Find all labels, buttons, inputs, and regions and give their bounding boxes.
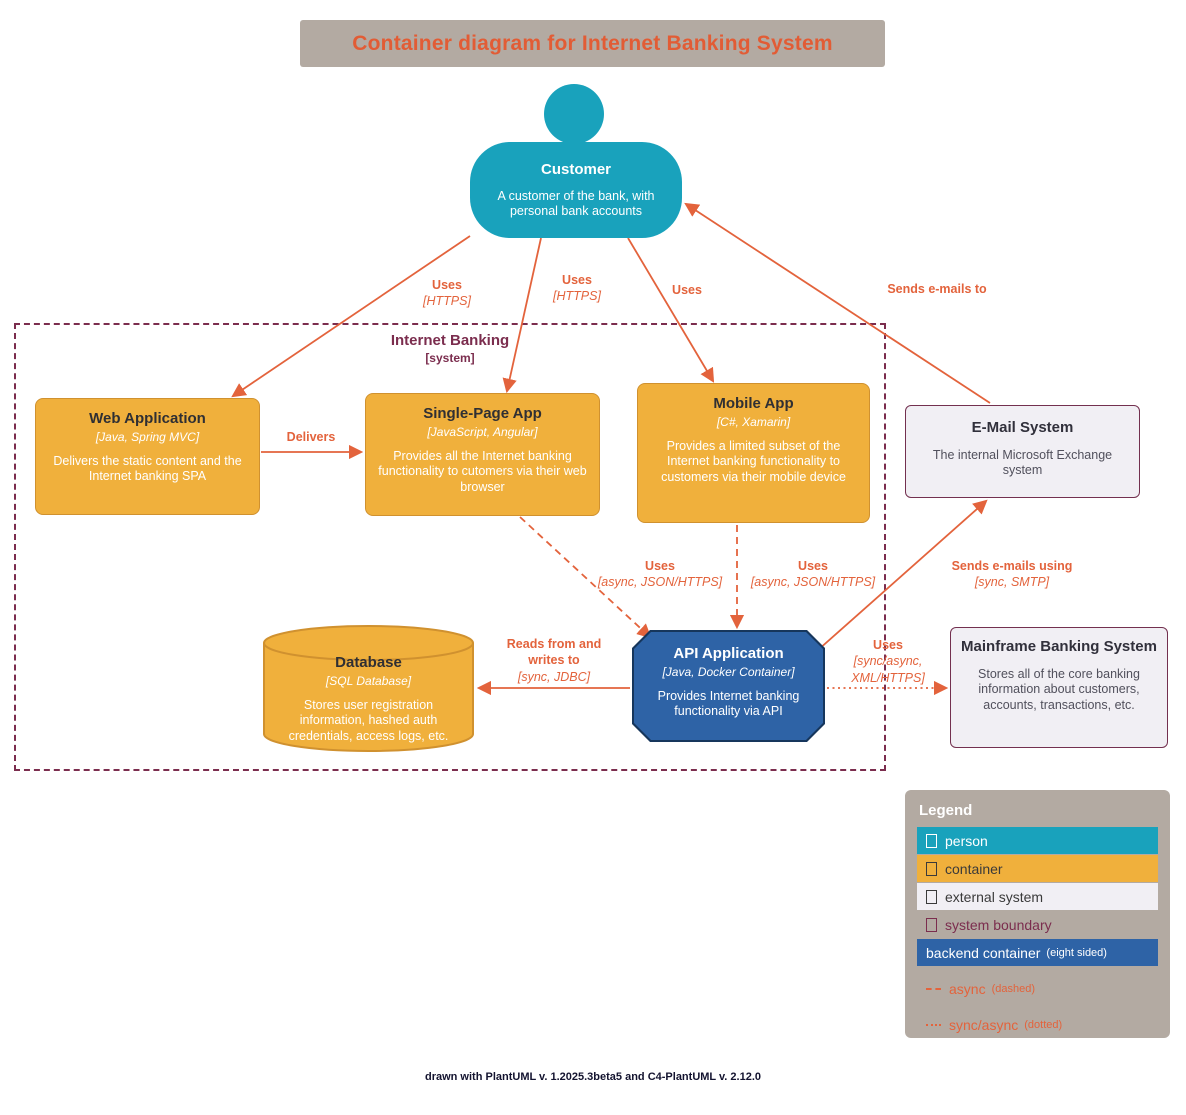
api-application-name: API Application [673,645,784,662]
dotted-line-icon [926,1023,941,1026]
system-boundary-icon [926,917,937,932]
email-system-node: E-Mail System The internal Microsoft Exc… [905,405,1140,498]
edge-text: Uses [562,273,592,287]
legend-title: Legend [919,802,973,819]
edge-tech: [async, JSON/HTTPS] [750,575,876,590]
api-application-tech: [Java, Docker Container] [662,664,795,679]
boundary-name: Internet Banking [390,332,510,349]
legend-item-system-boundary: system boundary [917,911,1158,938]
edge-label-webapp-spa: Delivers [287,429,336,445]
edge-label-api-email: Sends e-mails using [sync, SMTP] [952,558,1073,591]
web-application-node: Web Application [Java, Spring MVC] Deliv… [35,398,260,515]
customer-desc: A customer of the bank, with personal ba… [497,188,655,219]
legend-item-backend-container: backend container (eight sided) [917,939,1158,966]
email-system-desc: The internal Microsoft Exchange system [932,447,1113,478]
legend-item-sync-async: sync/async (dotted) [917,1011,1158,1038]
database-text: Database [SQL Database] Stores user regi… [272,654,465,745]
database-name: Database [335,654,402,671]
api-application-desc: Provides Internet banking functionality … [657,688,800,719]
edge-tech: [async, JSON/HTTPS] [597,575,723,590]
edge-text: Reads from and writes to [506,637,602,668]
api-application-node: API Application [Java, Docker Container]… [632,630,825,742]
edge-label-customer-mobile: Uses [672,282,702,298]
edge-label-customer-webapp: Uses [HTTPS] [423,277,471,310]
edge-tech: [sync, JDBC] [517,669,591,684]
edge-label-customer-spa: Uses [HTTPS] [553,272,601,305]
api-application-body: API Application [Java, Docker Container]… [634,632,823,740]
edge-text: Uses [645,559,675,573]
web-application-name: Web Application [89,410,206,427]
legend-label: backend container [926,944,1041,961]
web-application-tech: [Java, Spring MVC] [95,429,200,444]
edge-text: Uses [672,283,702,297]
edge-tech: [sync, SMTP] [974,575,1050,590]
mobile-app-tech: [C#, Xamarin] [716,414,791,429]
edge-tech: [HTTPS] [553,289,601,304]
edge-label-mobile-api: Uses [async, JSON/HTTPS] [751,558,875,591]
customer-node: Customer A customer of the bank, with pe… [470,142,682,238]
legend-item-async: async (dashed) [917,975,1158,1002]
legend-label: sync/async [949,1016,1019,1033]
legend-label: external system [945,888,1044,905]
single-page-app-node: Single-Page App [JavaScript, Angular] Pr… [365,393,600,516]
mainframe-desc: Stores all of the core banking informati… [978,666,1140,712]
legend-item-container: container [917,855,1158,882]
legend-item-external-system: external system [917,883,1158,910]
external-system-icon [926,889,937,904]
legend-panel: Legend person container external system … [905,790,1170,1038]
edge-text: Sends e-mails to [887,282,987,296]
legend-label: async [949,980,986,997]
diagram-title: Container diagram for Internet Banking S… [300,20,885,67]
legend-label: system boundary [945,916,1052,933]
database-desc: Stores user registration information, ha… [288,697,449,743]
mobile-app-name: Mobile App [713,395,794,412]
email-system-name: E-Mail System [971,419,1074,436]
mobile-app-desc: Provides a limited subset of the Interne… [661,438,846,484]
mainframe-banking-system-node: Mainframe Banking System Stores all of t… [950,627,1168,748]
legend-item-person: person [917,827,1158,854]
legend-label: container [945,860,1003,877]
person-icon [926,833,937,848]
customer-person-head [544,84,604,144]
mobile-app-node: Mobile App [C#, Xamarin] Provides a limi… [637,383,870,523]
legend-suffix: (dotted) [1024,1018,1063,1031]
single-page-app-tech: [JavaScript, Angular] [427,424,538,439]
customer-name: Customer [540,161,611,178]
edge-text: Uses [432,278,462,292]
mainframe-name: Mainframe Banking System [961,638,1157,655]
edge-text: Uses [873,638,903,652]
boundary-type: [system] [425,350,475,365]
edge-text: Sends e-mails using [951,559,1073,573]
single-page-app-desc: Provides all the Internet banking functi… [378,448,587,494]
legend-label: person [945,832,988,849]
generator-footer: drawn with PlantUML v. 1.2025.3beta5 and… [424,1071,761,1083]
container-icon [926,861,937,876]
database-cylinder-shape [263,625,474,752]
legend-suffix: (dashed) [991,982,1035,995]
edge-text: Uses [798,559,828,573]
single-page-app-name: Single-Page App [423,405,542,422]
database-node: Database [SQL Database] Stores user regi… [262,622,475,755]
edge-label-email-customer: Sends e-mails to [887,281,986,297]
edge-label-api-database: Reads from and writes to [sync, JDBC] [493,636,615,685]
edge-tech: [sync/async, XML/HTTPS] [851,654,925,685]
edge-label-spa-api: Uses [async, JSON/HTTPS] [598,558,722,591]
edge-tech: [HTTPS] [423,294,471,309]
legend-suffix: (eight sided) [1046,946,1107,959]
web-application-desc: Delivers the static content and the Inte… [53,453,242,484]
edge-label-api-mainframe: Uses [sync/async, XML/HTTPS] [838,637,938,686]
edge-text: Delivers [286,430,336,444]
database-tech: [SQL Database] [325,673,412,688]
system-boundary-label: Internet Banking [system] [14,331,886,366]
dashed-line-icon [926,987,941,990]
